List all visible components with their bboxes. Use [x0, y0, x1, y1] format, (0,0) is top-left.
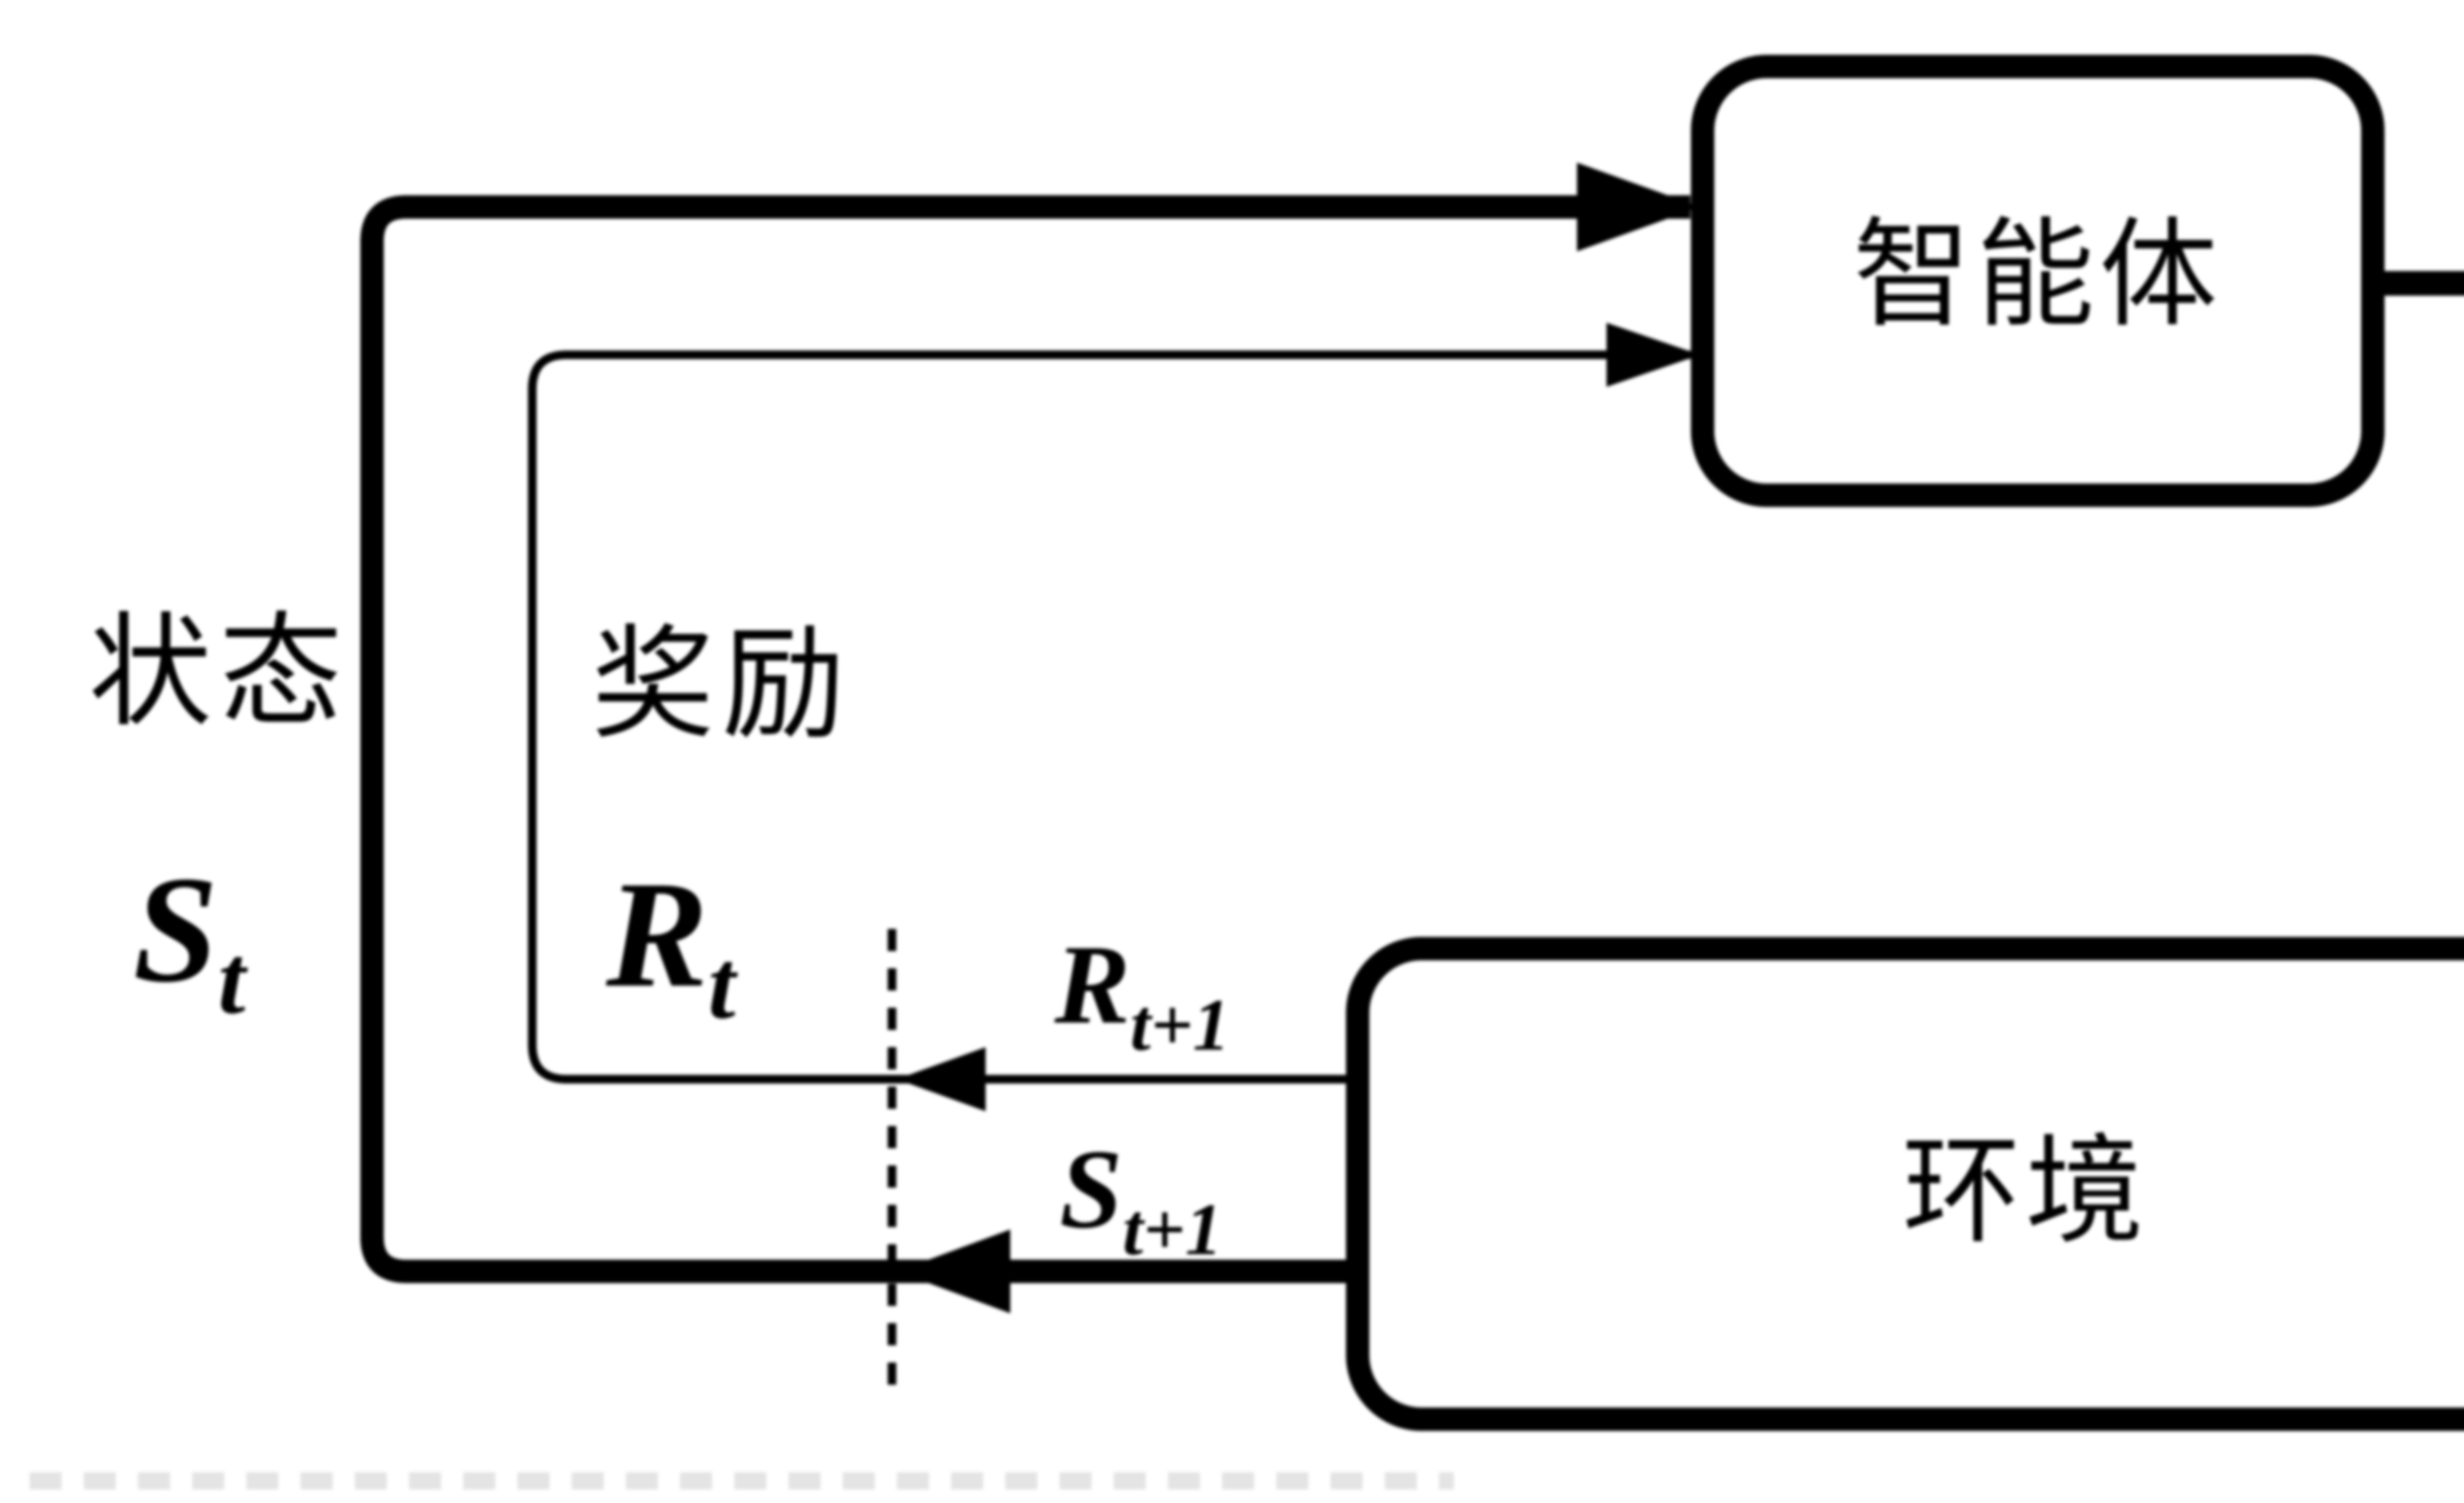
reward-symbol-subscript: t	[708, 930, 738, 1039]
next-reward-symbol: Rt+1	[1054, 922, 1230, 1066]
reward-arrowhead-into-agent	[1607, 323, 1700, 387]
next-reward-symbol-base: R	[1054, 922, 1130, 1047]
next-state-symbol-subscript: t+1	[1123, 1189, 1222, 1270]
next-state-arrowhead-at-divider	[897, 1230, 1010, 1313]
next-state-symbol-base: S	[1060, 1126, 1123, 1252]
reward-symbol: Rt	[604, 850, 738, 1039]
environment-label: 环境	[1902, 1127, 2149, 1258]
state-label: 状态	[89, 605, 350, 742]
environment-box	[1346, 937, 2464, 1431]
state-feedback-path	[360, 195, 1690, 1283]
state-symbol: St	[133, 845, 248, 1034]
state-symbol-subscript: t	[218, 925, 248, 1034]
state-arrowhead-into-agent	[1577, 163, 1700, 251]
next-reward-symbol-subscript: t+1	[1130, 984, 1230, 1066]
agent-box	[1691, 55, 2385, 507]
next-reward-arrowhead-at-divider	[897, 1047, 986, 1111]
agent-label: 智能体	[1853, 210, 2223, 341]
reward-symbol-base: R	[604, 850, 708, 1019]
reward-label: 奖励	[591, 617, 853, 754]
next-state-symbol: St+1	[1060, 1126, 1222, 1270]
reward-feedback-path	[528, 350, 1690, 1084]
state-symbol-base: S	[133, 845, 218, 1014]
